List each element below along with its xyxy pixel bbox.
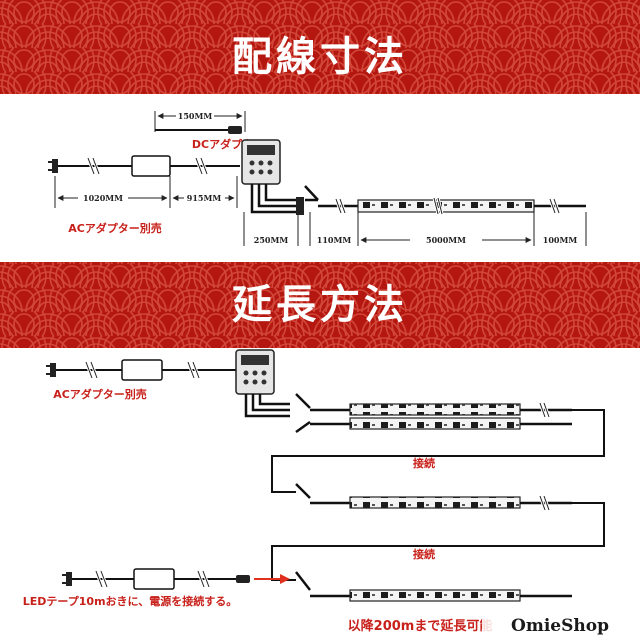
dim-label-strip-lead-out: 100MM [543,235,578,245]
led-strip-2 [349,417,521,430]
led-strip-1 [349,403,521,416]
strip-connector [304,185,319,202]
ac-adapter-box [133,568,175,590]
dim-label-strip-lead-in: 110MM [317,235,352,245]
ac-adapter-box [131,155,171,177]
shop-watermark: OmieShop [482,610,638,638]
banner-background [0,0,640,94]
strip-connector [295,420,311,434]
banner-wiring-dimensions: 配線寸法 [0,0,640,94]
label-ac-adapter-sold-separately: ACアダプター別売 [68,221,162,235]
watermark-text: OmieShop [511,616,609,636]
dim-label-dc-cable: 150MM [178,111,213,121]
dc-plug-icon [236,575,250,583]
section-title-wiring: 配線寸法 [232,34,408,80]
cable-break-icon [335,198,346,214]
dim-label-ac-cable: 1020MM [83,193,123,203]
extension-loop-wire [271,409,605,493]
led-strip-3 [349,496,521,509]
label-extend-up-to-200m: 以降200mまで延長可能 [348,618,493,634]
label-ac-adapter-sold-separately-2: ACアダプター別売 [53,387,147,401]
strip-connector [295,393,311,409]
ac-plug-icon [50,363,56,377]
dc-plug-icon [228,126,242,134]
label-connect-2: 接続 [413,547,435,561]
label-power-every-10m: LEDテープ10mおきに、電源を接続する。 [23,594,237,608]
led-strip-4 [349,589,521,602]
strip-connector [295,571,311,591]
dim-label-strip-length: 5000MM [426,235,466,245]
extension-loop-wire [271,502,605,581]
ac-plug-icon [52,159,58,173]
controller-unit [235,349,275,395]
ac-adapter-box [121,359,163,381]
strip-break-icon [433,197,443,215]
strip-connector [295,483,311,499]
dim-label-controller-lead: 250MM [254,235,289,245]
banner-extension-method: 延長方法 [0,262,640,348]
extension-method-diagram: ACアダプター別売 接続 接続 [23,349,605,634]
cable-break-icon [85,361,98,379]
ac-plug-icon [66,572,72,586]
section-title-extension: 延長方法 [232,282,408,328]
connector-icon [296,197,304,215]
banner-background [0,262,640,348]
cable-break-icon [195,157,208,175]
wiring-dimensions-diagram: 150MM DCアダプター 1020MM [48,111,587,246]
controller-lead [250,184,298,214]
led-strip [357,199,535,213]
label-connect-1: 接続 [413,456,435,470]
dim-label-ac-to-controller: 915MM [187,193,222,203]
controller-unit [241,139,281,185]
